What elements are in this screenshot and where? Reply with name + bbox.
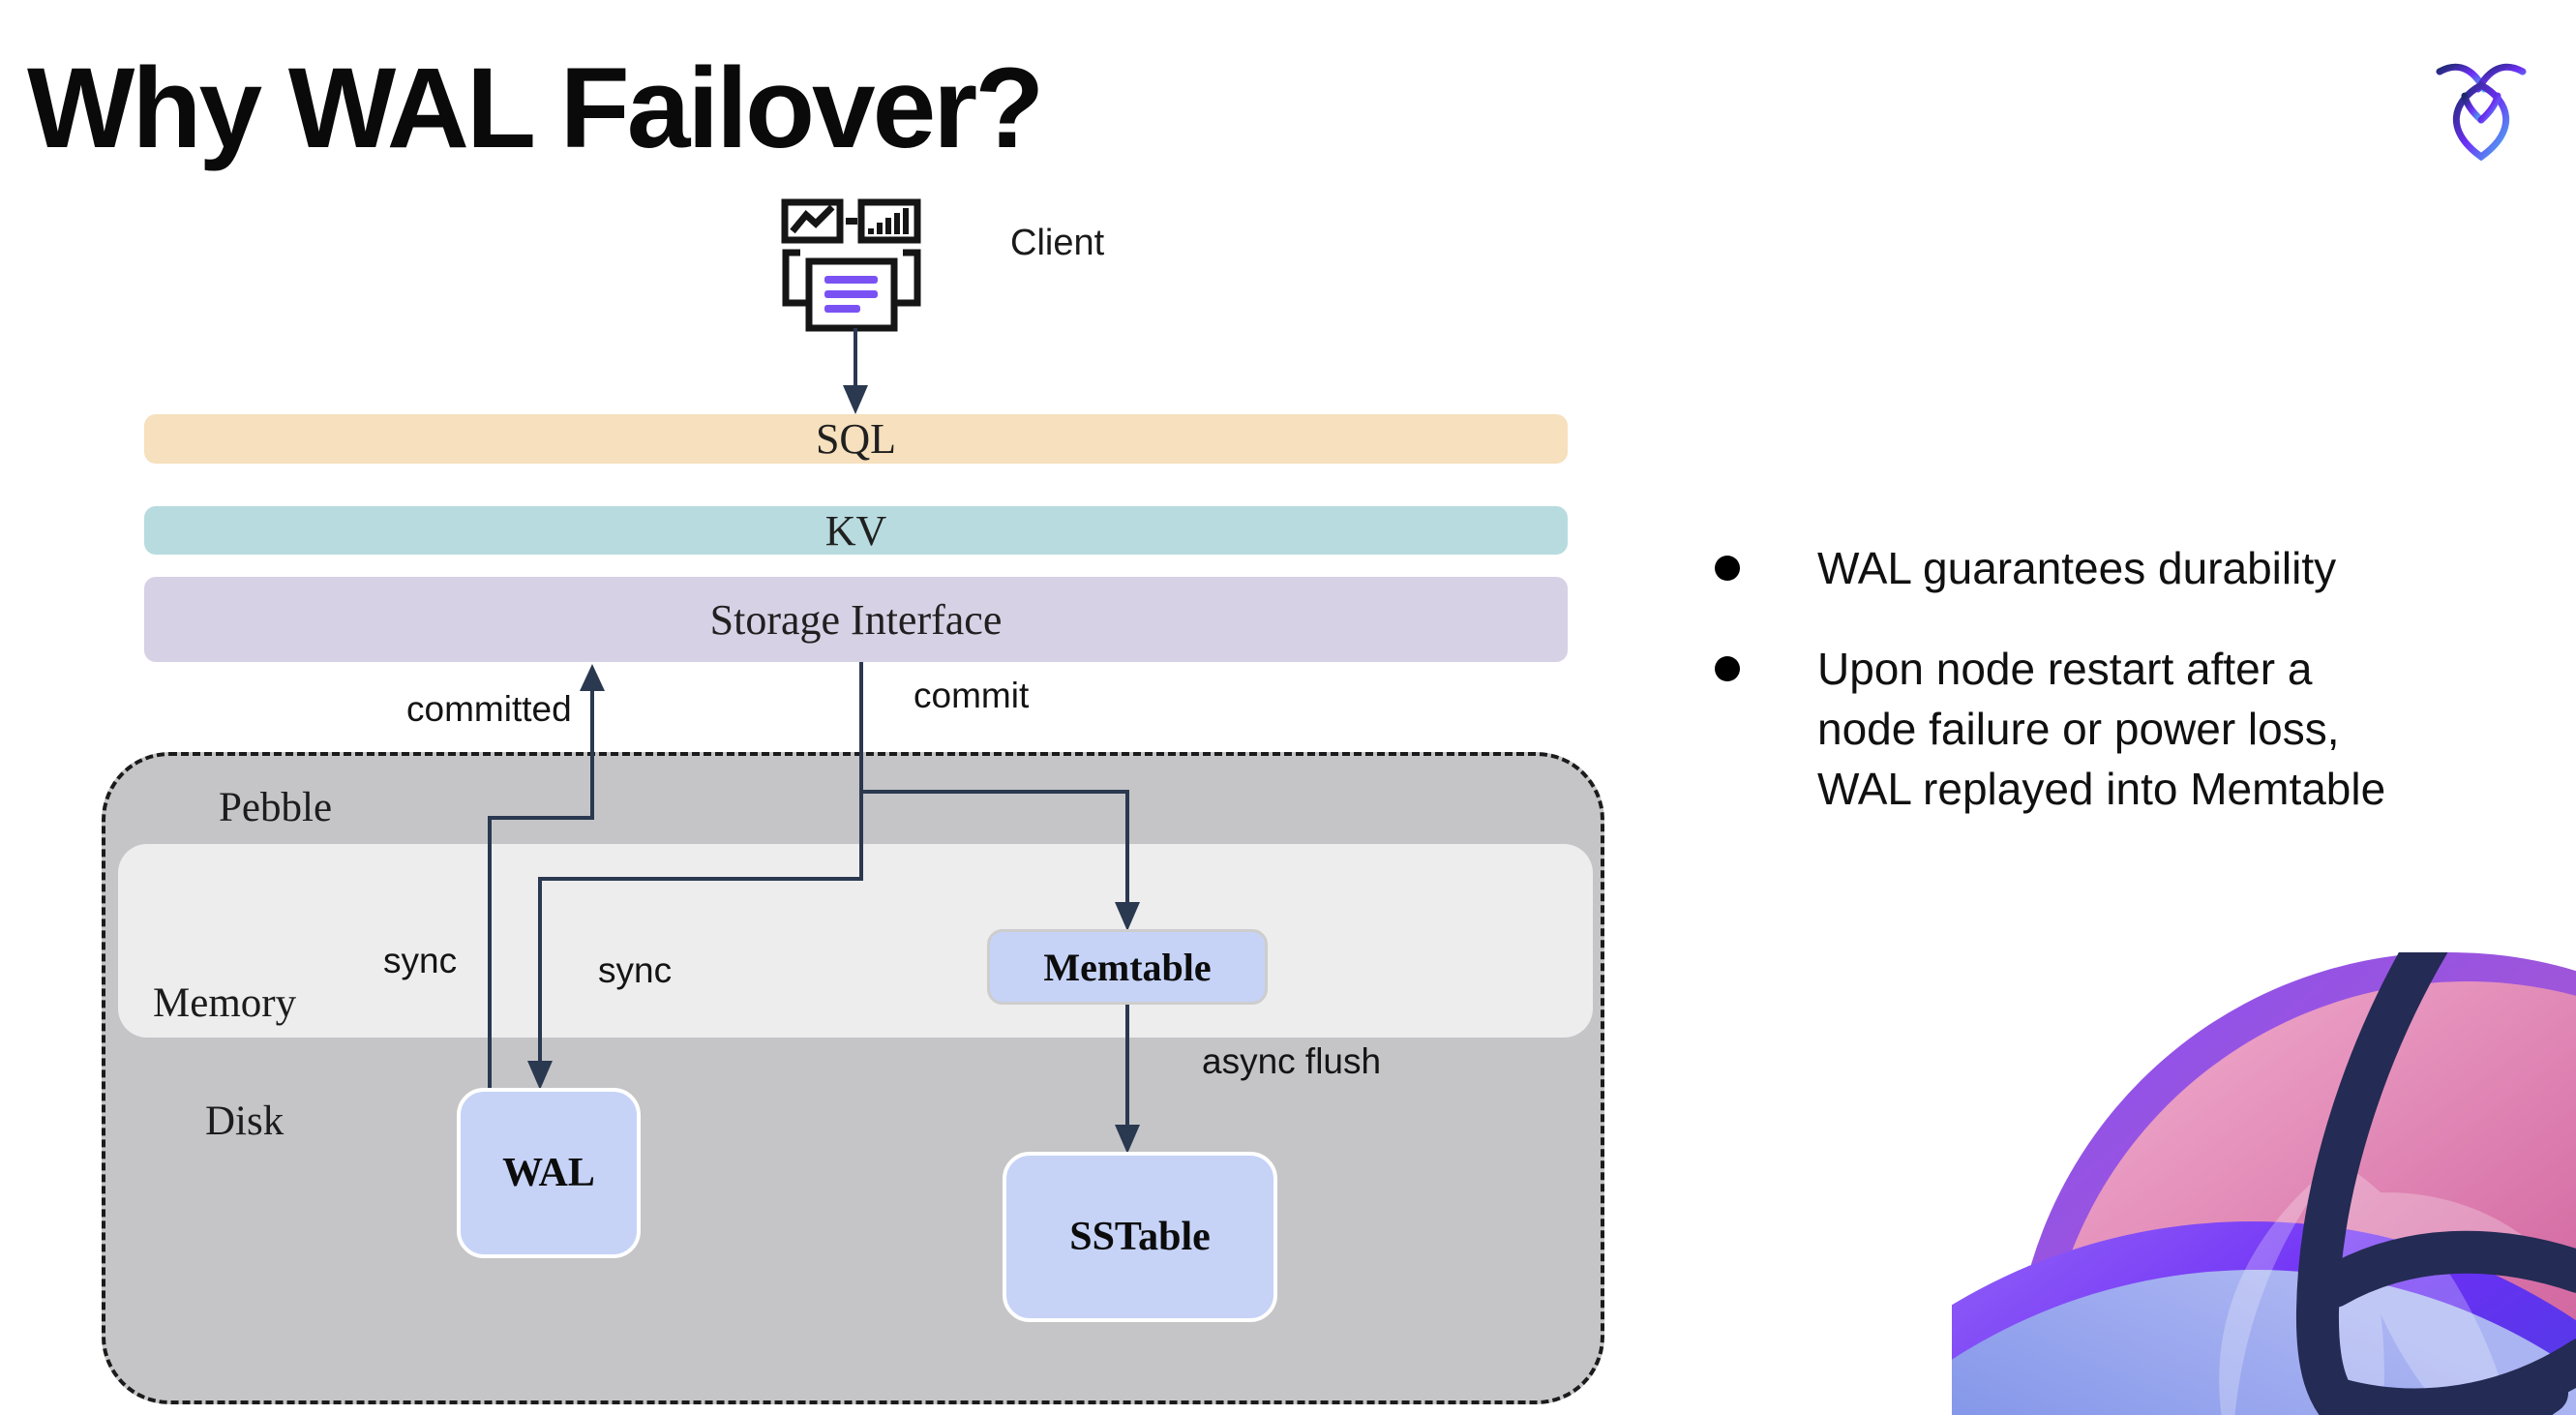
- wal-label: WAL: [502, 1151, 595, 1195]
- layer-kv-label: KV: [824, 506, 887, 555]
- cockroachdb-logo-icon: [2436, 63, 2527, 162]
- bullet-dot: [1715, 556, 1740, 581]
- bullet-item: WAL guarantees durability: [1715, 538, 2518, 598]
- page-title: Why WAL Failover?: [27, 45, 1044, 172]
- cockroach-body-motif: [2295, 952, 2576, 1415]
- layer-sql: SQL: [144, 414, 1568, 464]
- layer-storage-interface: Storage Interface: [144, 577, 1568, 662]
- disk-label: Disk: [205, 1099, 285, 1144]
- memtable-node: Memtable: [987, 929, 1268, 1005]
- memory-region: [118, 844, 1593, 1038]
- layer-storage-label: Storage Interface: [709, 595, 1003, 644]
- sstable-label: SSTable: [1069, 1215, 1211, 1259]
- sstable-node: SSTable: [1003, 1152, 1277, 1322]
- brand-graphic: [1952, 952, 2576, 1415]
- bullet-text: WAL guarantees durability: [1817, 543, 2337, 593]
- memory-label: Memory: [153, 980, 297, 1026]
- bullet-dot: [1715, 656, 1740, 681]
- edge-label-committed: committed: [406, 689, 572, 729]
- edge-label-async-flush: async flush: [1202, 1041, 1382, 1081]
- wal-node: WAL: [457, 1088, 641, 1258]
- memtable-label: Memtable: [1043, 945, 1212, 989]
- bullet-item: Upon node restart after a node failure o…: [1715, 639, 2518, 819]
- layer-sql-label: SQL: [815, 415, 897, 463]
- edge-label-sync-left: sync: [383, 941, 458, 980]
- edge-label-sync-right: sync: [598, 950, 673, 990]
- pebble-label: Pebble: [219, 785, 333, 830]
- edge-label-commit: commit: [914, 676, 1030, 715]
- bullet-list: WAL guarantees durability Upon node rest…: [1715, 538, 2518, 859]
- client-label: Client: [1010, 223, 1105, 263]
- layer-kv: KV: [144, 506, 1568, 555]
- client-icon: [781, 198, 921, 332]
- bullet-text: Upon node restart after a node failure o…: [1817, 644, 2386, 814]
- front-circle: [1952, 1270, 2576, 1415]
